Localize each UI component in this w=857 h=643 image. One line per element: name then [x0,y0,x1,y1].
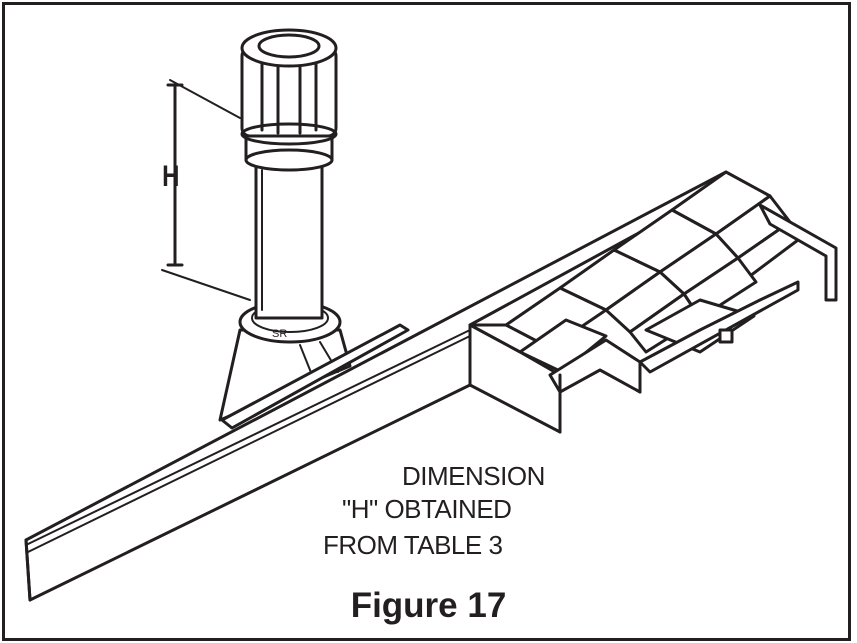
vent-cap [240,28,338,172]
vent-pipe [254,148,324,320]
flashing-cone [218,328,352,422]
note-line-1: DIMENSION [402,461,545,491]
note-line-3: FROM TABLE 3 [323,530,503,560]
flashing-strip [220,323,410,430]
dimension-h-marker [161,79,251,301]
dimension-h-label: H [162,160,180,193]
svg-text:SR: SR [272,328,287,340]
note-line-2: "H" OBTAINED [342,494,512,524]
figure-caption: Figure 17 [350,586,507,625]
roof-shingles [468,170,838,434]
